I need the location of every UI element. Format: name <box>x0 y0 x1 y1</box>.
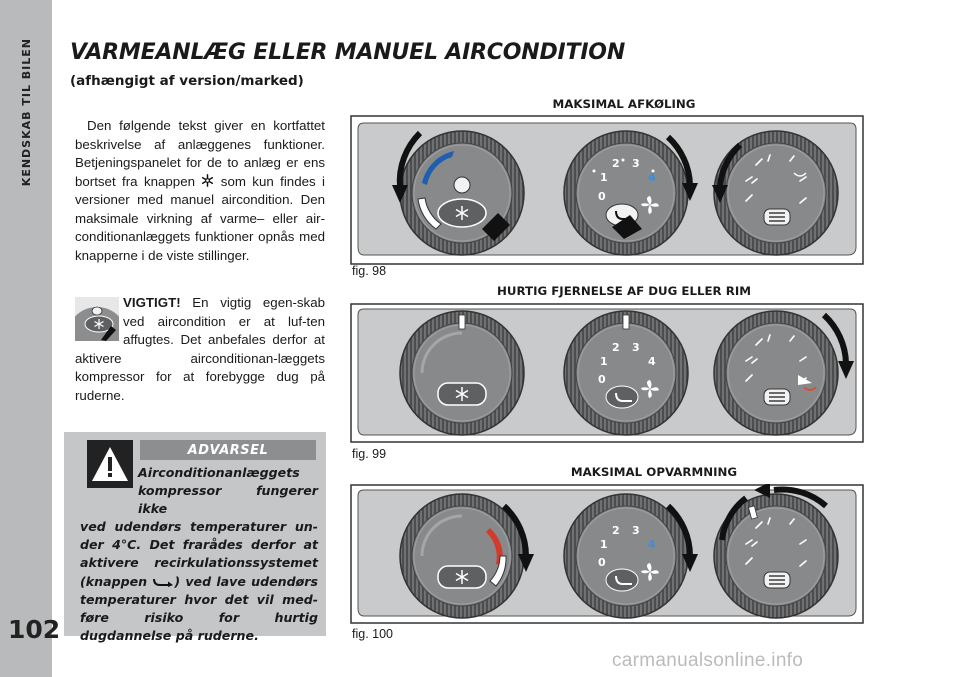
important-text: En vigtig egen-skab ved aircondition er … <box>75 295 325 403</box>
watermark: carmanualsonline.info <box>612 650 804 671</box>
rotate-left-arrow-icon <box>754 484 770 498</box>
warning-triangle-icon <box>87 440 133 488</box>
page-title: VARMEANLÆG ELLER MANUEL AIRCONDITION <box>70 40 626 65</box>
fig100-heading: MAKSIMAL OPVARMNING <box>570 465 738 479</box>
fan-speed-3: 3 <box>632 157 640 170</box>
fan-speed-1: 1 <box>600 538 608 551</box>
intro-paragraph: Den følgende tekst giver en kortfattet b… <box>75 117 325 265</box>
fan-icon <box>641 196 659 214</box>
important-label: VIGTIGT! <box>123 295 181 310</box>
recirculation-icon <box>615 392 632 402</box>
fig98-control-panel: 0 1 2 3 4 <box>350 115 864 265</box>
section-label: KENDSKAB TIL BILEN <box>19 38 33 187</box>
warning-text: Airconditionanlæggets kompressor fungere… <box>80 464 318 645</box>
sidebar <box>0 0 52 677</box>
page-subtitle: (afhængigt af version/marked) <box>70 73 304 89</box>
warning-text-1: ved udendørs temperaturer un-der 4°C. De… <box>80 519 318 589</box>
recirculation-icon <box>153 579 174 588</box>
rotate-right-arrow-icon <box>682 554 698 572</box>
recirculation-icon <box>615 575 632 585</box>
fig99-caption: fig. 99 <box>352 447 387 461</box>
page-number: 102 <box>8 615 61 644</box>
fig99-heading: HURTIG FJERNELSE AF DUG ELLER RIM <box>497 284 751 298</box>
fan-speed-0: 0 <box>598 190 606 203</box>
intro-text-2: som kun findes i versioner med manuel ai… <box>75 173 325 263</box>
warning-lead: Airconditionanlæggets kompressor fungere… <box>138 465 318 517</box>
fan-speed-1: 1 <box>600 355 608 368</box>
warning-header: ADVARSEL <box>140 440 316 460</box>
fan-icon <box>641 563 659 581</box>
intro-text-1: Den følgende tekst giver en kortfattet b… <box>75 118 325 189</box>
fan-speed-knob: 0 1 2 3 4 <box>563 310 689 436</box>
fig99-control-panel: 0 1 2 3 4 <box>350 303 864 443</box>
fan-speed-4: 4 <box>648 355 656 368</box>
fan-speed-0: 0 <box>598 556 606 569</box>
fan-speed-3: 3 <box>632 524 640 537</box>
compressor-snowflake-icon <box>202 173 214 187</box>
warning-text-2: ) ved lave udendørs temperaturer hvor de… <box>80 573 318 643</box>
rotate-left-arrow-icon <box>392 185 408 203</box>
air-distribution-knob <box>713 130 839 256</box>
fan-speed-2: 2 <box>612 157 620 170</box>
fan-speed-4: 4 <box>648 171 656 184</box>
press-arrow-icon <box>482 213 510 241</box>
compressor-button-image <box>75 297 119 341</box>
fig98-heading: MAKSIMAL AFKØLING <box>552 97 696 111</box>
fan-icon <box>641 380 659 398</box>
fig98-caption: fig. 98 <box>352 264 387 278</box>
fig100-caption: fig. 100 <box>352 627 394 641</box>
rotate-right-arrow-icon <box>682 183 698 201</box>
important-paragraph: VIGTIGT! En vigtig egen-skab ved aircond… <box>75 294 325 405</box>
fan-speed-2: 2 <box>612 341 620 354</box>
press-arrow-icon <box>612 215 642 239</box>
fan-speed-knob: 0 1 2 3 4 <box>563 493 689 619</box>
fan-speed-3: 3 <box>632 341 640 354</box>
fan-speed-0: 0 <box>598 373 606 386</box>
fig100-control-panel: 0 1 2 3 4 <box>350 484 864 624</box>
fan-speed-1: 1 <box>600 171 608 184</box>
rotate-right-arrow-icon <box>518 554 534 572</box>
temperature-knob <box>399 130 525 256</box>
air-distribution-knob <box>713 493 839 619</box>
fan-speed-2: 2 <box>612 524 620 537</box>
air-distribution-knob <box>713 310 839 436</box>
temperature-knob <box>399 310 525 436</box>
fan-speed-knob: 0 1 2 3 4 <box>563 130 689 256</box>
fan-speed-4: 4 <box>648 538 656 551</box>
rotate-right-arrow-icon <box>838 361 854 379</box>
temperature-knob <box>399 493 525 619</box>
rotate-left-arrow-icon <box>712 185 728 203</box>
recirculation-icon <box>615 210 632 220</box>
